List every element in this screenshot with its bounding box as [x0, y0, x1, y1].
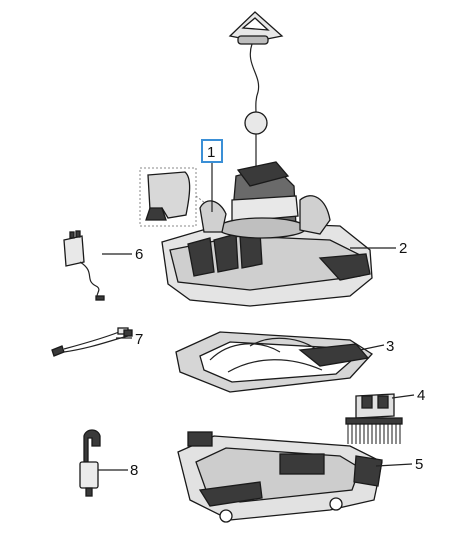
leader-lines	[98, 162, 415, 471]
callout-2: 2	[399, 240, 407, 257]
callout-7: 7	[135, 331, 143, 348]
callout-8: 8	[130, 462, 138, 479]
callout-1: 1	[207, 144, 215, 161]
part-4-brush	[345, 393, 403, 444]
part-2-body	[161, 161, 373, 307]
callout-5: 5	[415, 456, 423, 473]
part-5-base-tray	[177, 431, 383, 523]
part-6-power-adapter	[63, 230, 105, 301]
callout-1-highlight-box	[201, 139, 223, 163]
callout-labels: 1 2 3 4 5 6 7 8	[130, 139, 425, 479]
callout-6: 6	[135, 246, 143, 263]
part-1-cover	[139, 167, 215, 227]
callout-4: 4	[417, 387, 425, 404]
part-8-clip	[79, 429, 101, 497]
part-7-cable	[51, 327, 133, 357]
callout-3: 3	[386, 338, 394, 355]
swivel-assembly	[228, 11, 284, 168]
part-3-brush-frame	[175, 331, 374, 393]
